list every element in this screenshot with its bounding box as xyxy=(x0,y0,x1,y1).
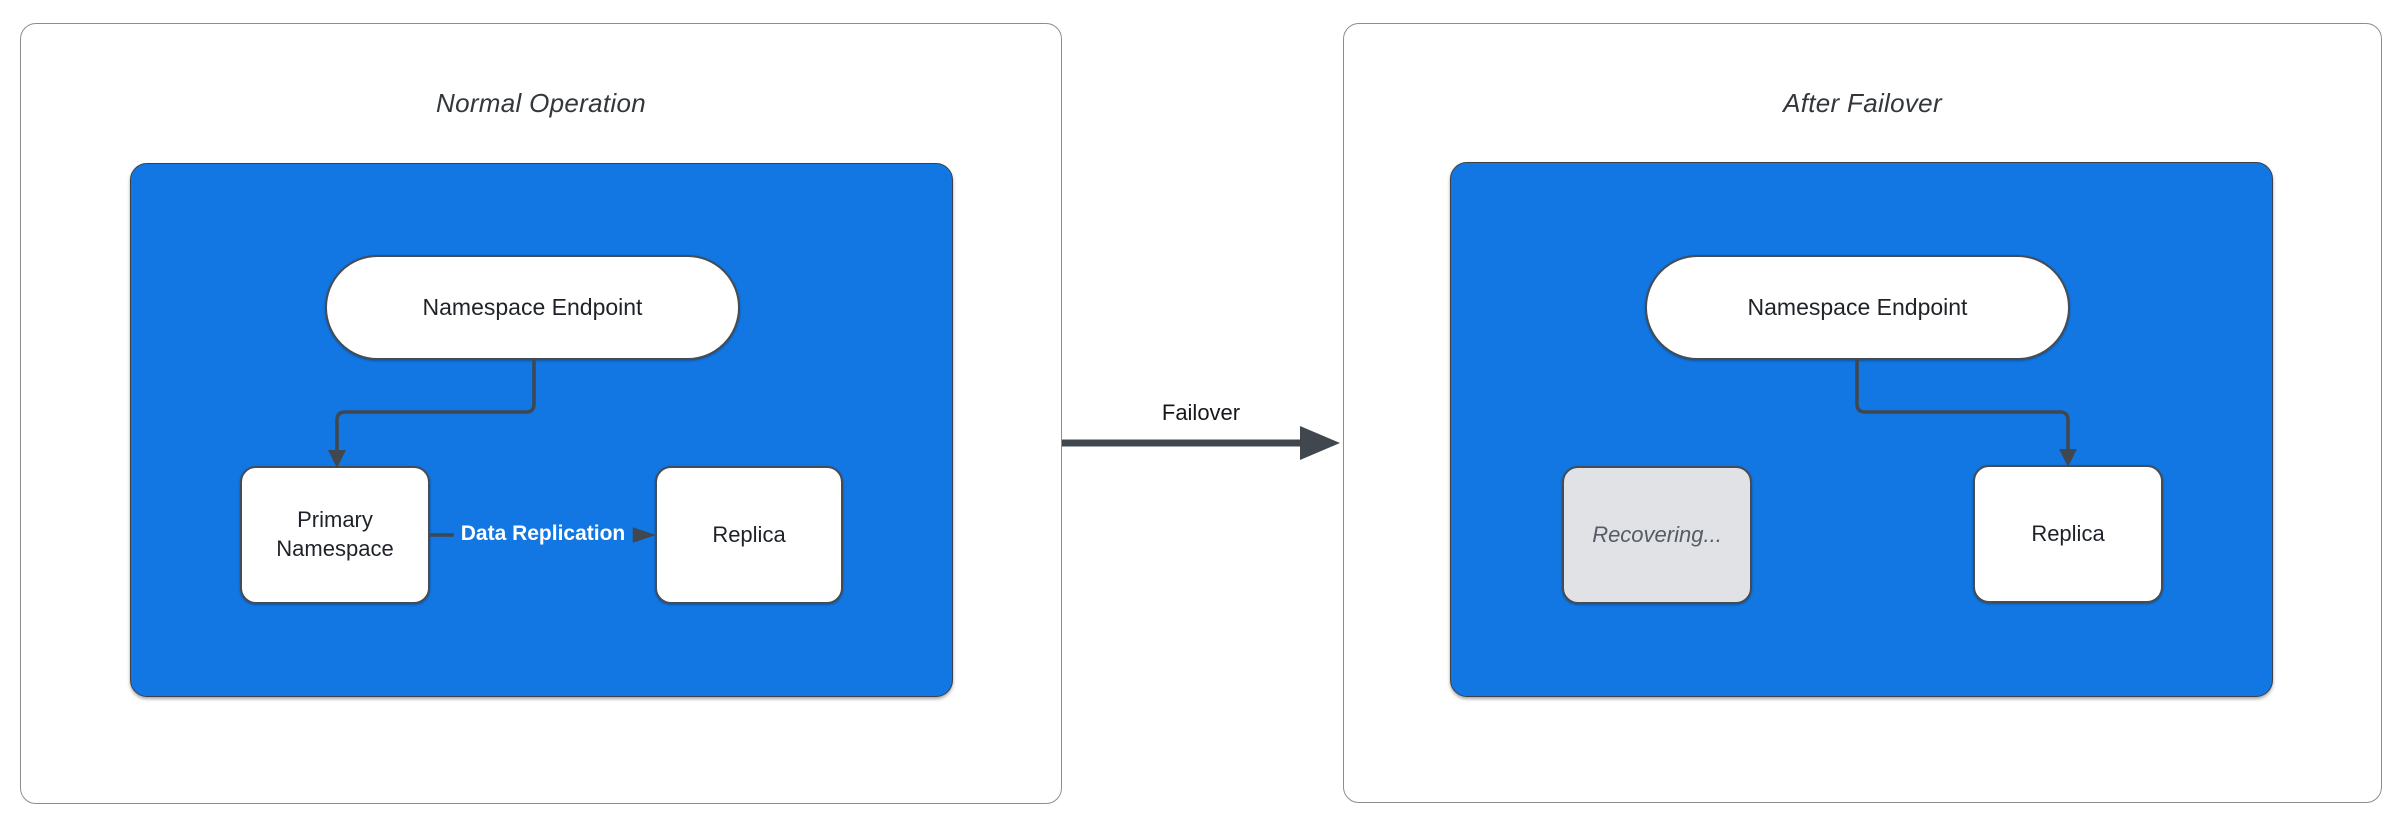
panel-title-normal-operation: Normal Operation xyxy=(436,88,646,118)
node-label: Replica xyxy=(712,521,786,547)
node-replica-right: Replica xyxy=(1973,465,2163,603)
node-replica-left: Replica xyxy=(655,466,843,604)
node-namespace-endpoint-right: Namespace Endpoint xyxy=(1645,255,2070,360)
namespace-container-left xyxy=(130,163,953,697)
node-primary-namespace: Primary Namespace xyxy=(240,466,430,604)
node-label: Replica xyxy=(2031,520,2105,546)
namespace-container-right xyxy=(1450,162,2273,697)
edge-label-failover: Failover xyxy=(1161,400,1241,425)
node-label: Recovering... xyxy=(1592,521,1722,547)
node-recovering: Recovering... xyxy=(1562,466,1752,604)
node-namespace-endpoint-left: Namespace Endpoint xyxy=(325,255,740,360)
panel-title-after-failover: After Failover xyxy=(1783,88,1942,118)
arrowhead-failover xyxy=(1300,426,1340,460)
node-label: Primary Namespace xyxy=(276,507,394,561)
edge-label-data-replication: Data Replication xyxy=(453,521,633,547)
node-label: Namespace Endpoint xyxy=(1747,293,1968,320)
node-label: Namespace Endpoint xyxy=(422,293,643,320)
